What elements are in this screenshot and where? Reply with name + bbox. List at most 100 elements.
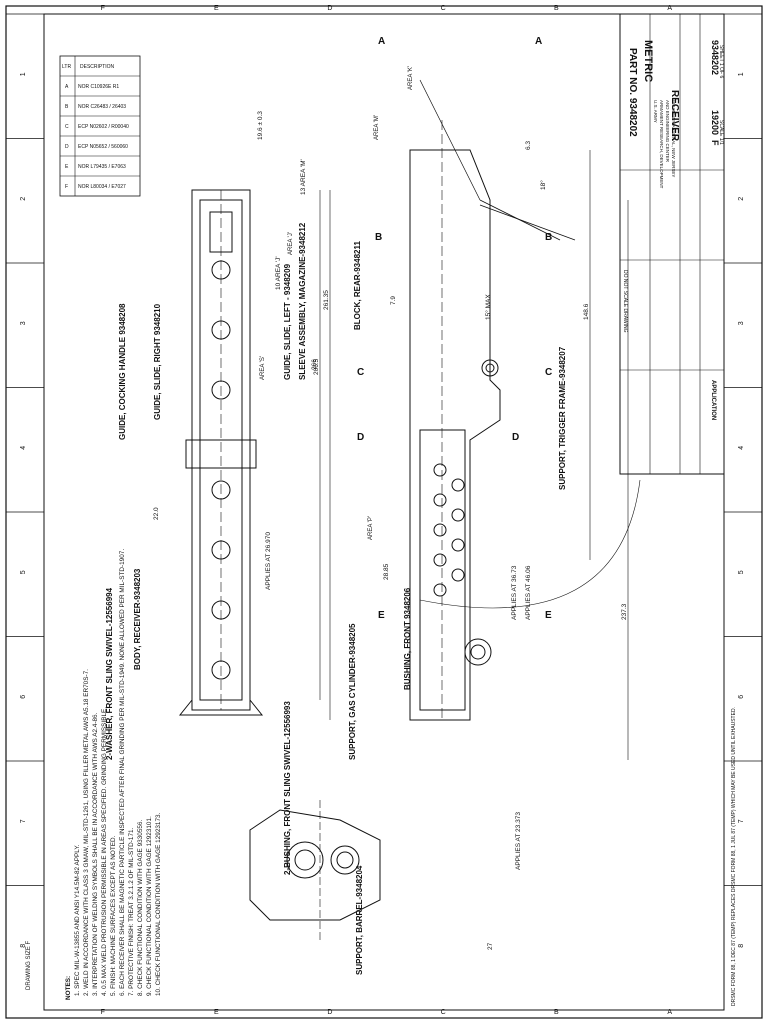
rev-desc-d: ECP N05652 / 560060 (78, 144, 128, 150)
rev-ltr-c: C (65, 124, 69, 130)
section-b-left: B (375, 232, 382, 243)
receiver-side-view (409, 79, 576, 721)
rev-ltr-d: D (65, 144, 69, 150)
note-2: 2. WELD IN ACCORDANCE WITH CLASS 3 GMAW,… (83, 669, 90, 996)
title-cage: 19200 (710, 110, 720, 135)
rev-desc-f: NOR L80034 / E7027 (78, 184, 126, 190)
rev-header-desc: DESCRIPTION (80, 64, 115, 70)
title-application: APPLICATION (710, 380, 716, 420)
section-a-right: A (535, 36, 542, 47)
rev-ltr-b: B (65, 104, 69, 110)
dim-27: 27 (487, 942, 494, 950)
drawing-size-label: DRAWING SIZE F (26, 941, 32, 990)
title-scale: SCALE 1/1 (718, 120, 724, 145)
section-c-left: C (357, 367, 364, 378)
callout-body: BODY, RECEIVER-9348203 (133, 568, 142, 670)
rev-ltr-e: E (65, 164, 69, 170)
zone-label: B (554, 5, 559, 12)
zone-label: 1 (738, 72, 745, 76)
callout-bushing-swivel: 2-BUSHING, FRONT SLING SWIVEL-12556993 (283, 701, 292, 875)
zone-label: A (667, 1009, 672, 1016)
zone-label: 1 (20, 72, 27, 76)
zone-label: B (554, 1009, 559, 1016)
rev-ltr-f: F (65, 184, 68, 190)
callout-support-gas: SUPPORT, GAS CYLINDER-9348205 (348, 623, 357, 760)
dim-10: 10 AREA 'J' (275, 256, 282, 290)
zone-label: 4 (738, 446, 745, 450)
dim-applies-26-970: APPLIES AT 26.970 (265, 532, 272, 590)
zone-label: C (441, 5, 446, 12)
dim-15: 15° MAX (484, 294, 492, 320)
section-b-right: B (545, 232, 552, 243)
zone-label: F (101, 1009, 105, 1016)
title-agency-1: U.S. ARMY (653, 100, 658, 123)
area-m: AREA 'M' (374, 115, 380, 140)
dim-206-5: 206.5 (313, 358, 320, 375)
zone-label: 2 (20, 197, 27, 201)
notes-block: NOTES: 1. SPEC MIL-W-13855 AND ANSI Y14.… (65, 549, 162, 1000)
title-size: F (710, 140, 720, 146)
form-footer: DRSMC FORM 88, 1 DEC 87 (TEMP) REPLACES … (731, 707, 737, 1006)
note-9: 9. CHECK FUNCTIONAL CONDITION WITH GAGE … (146, 816, 153, 996)
zone-label: 8 (738, 944, 745, 948)
receiver-top-view (178, 189, 264, 716)
title-sheet: SHEET 1 OF 6 (718, 45, 724, 78)
receiver-end-view (249, 800, 381, 940)
dim-19-6: 19.6 ± 0.3 (257, 111, 264, 140)
callout-block-rear: BLOCK, REAR-9348211 (353, 241, 362, 330)
zone-label: A (667, 5, 672, 12)
section-d-left: D (357, 432, 364, 443)
callout-guide-left: GUIDE, SLIDE, LEFT - 9348209 (283, 263, 292, 380)
note-10: 10. CHECK FUNCTIONAL CONDITION WITH GAGE… (155, 812, 162, 996)
dim-13: 13 AREA 'M' (300, 159, 307, 195)
note-8: 8. CHECK FUNCTIONAL CONDITION WITH GAGE … (137, 820, 144, 996)
dimension-lines (319, 150, 641, 760)
section-a-left: A (378, 36, 385, 47)
callout-bushing-front: BUSHING, FRONT 9348206 (403, 587, 412, 690)
title-part-no: PART NO. 9348202 (627, 48, 638, 137)
zone-label: E (214, 5, 219, 12)
title-name: RECEIVER (669, 90, 680, 142)
revisions-table: LTR DESCRIPTION A NOR C10926E R1 B NOR C… (59, 55, 141, 197)
zone-label: D (327, 5, 332, 12)
notes-heading: NOTES: (65, 976, 72, 1000)
title-block: METRIC PART NO. 9348202 RECEIVER 19200 9… (619, 13, 725, 475)
rev-desc-b: NOR C26483 / 26403 (78, 104, 126, 110)
title-units: METRIC (642, 40, 654, 82)
area-k: AREA 'K' (408, 66, 414, 90)
note-3: 3. INTERPRETATION OF WELDING SYMBOLS SHA… (92, 712, 99, 996)
area-s: AREA 'S' (260, 356, 266, 380)
callout-washer: 2-WASHER, FRONT SLING SWIVEL-12556994 (105, 587, 114, 760)
title-agency-2: ARMAMENT RESEARCH, DEVELOPMENT (659, 100, 664, 189)
dim-266: 266 (311, 359, 318, 370)
dim-261-35: 261.35 (323, 290, 330, 310)
callout-guide-right: GUIDE, SLIDE, RIGHT 9348210 (153, 303, 162, 420)
dim-18: 18° (539, 180, 547, 190)
rev-desc-c: ECP N02602 / R00040 (78, 124, 129, 130)
note-6: 6. EACH RECEIVER SHALL BE MAGNETIC PARTI… (119, 549, 126, 996)
section-c-right: C (545, 367, 552, 378)
zone-label: 6 (738, 695, 745, 699)
zone-label: 3 (738, 321, 745, 325)
rev-ltr-a: A (65, 84, 69, 90)
zone-label: 8 (20, 944, 27, 948)
title-do-not-scale: DO NOT SCALE DRAWING (622, 270, 628, 333)
zone-label: 4 (20, 446, 27, 450)
dim-applies-23-373: APPLIES AT 23.373 (515, 812, 522, 870)
dim-7-9: 7.9 (390, 296, 397, 305)
zone-label: 6 (20, 695, 27, 699)
note-1: 1. SPEC MIL-W-13855 AND ANSI Y14.5M-82 A… (74, 844, 81, 996)
callout-sleeve: SLEEVE ASSEMBLY, MAGAZINE-9348212 (298, 222, 307, 380)
dim-148-6: 148.6 (583, 303, 590, 320)
zone-label: 7 (20, 819, 27, 823)
rev-header-ltr: LTR (62, 64, 71, 70)
section-e-right: E (545, 610, 552, 621)
section-d-right: D (512, 432, 519, 443)
rev-desc-e: NOR L79435 / E7063 (78, 164, 126, 170)
section-e-left: E (378, 610, 385, 621)
zone-label: 5 (20, 570, 27, 574)
zone-label: F (101, 5, 105, 12)
callout-support-trigger: SUPPORT, TRIGGER FRAME-9348207 (558, 346, 567, 490)
